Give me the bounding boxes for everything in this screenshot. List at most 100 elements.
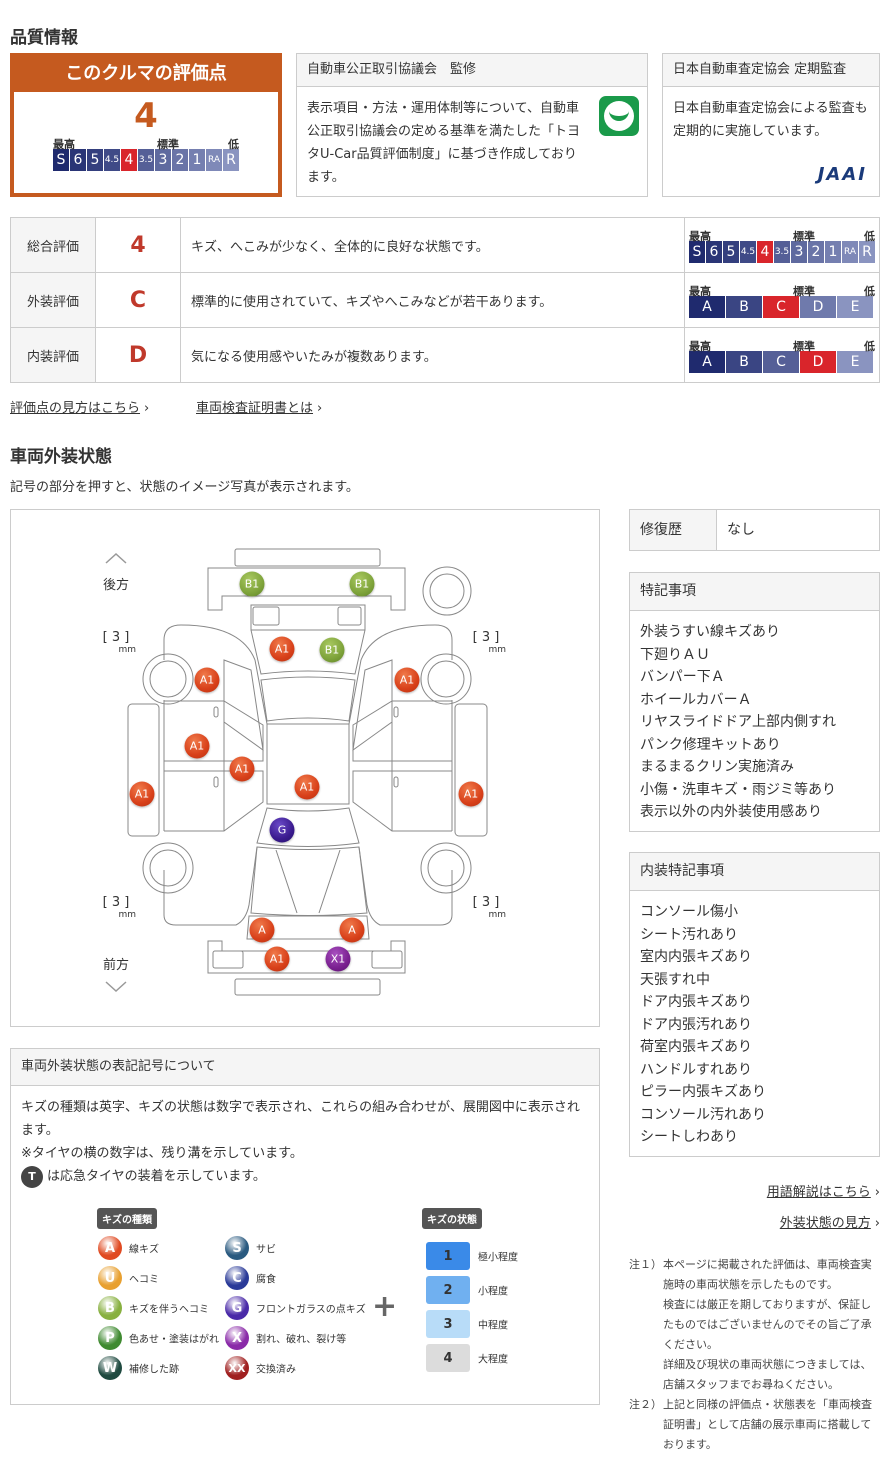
scale-item: 1 <box>189 149 205 171</box>
exterior-guide-label: 外装状態の見方 <box>779 1216 871 1231</box>
damage-marker[interactable]: B1 <box>239 571 265 597</box>
list-item: バンパー下Ａ <box>640 669 725 685</box>
scale-item: E <box>837 350 873 373</box>
damage-state-label: 大程度 <box>478 1354 508 1366</box>
list-item: コンソール汚れあり <box>640 1106 766 1123</box>
label-low: 低 <box>228 138 239 151</box>
quality-title: 品質情報 <box>10 28 78 48</box>
damage-type-icon: X <box>225 1326 249 1350</box>
scale-item: B <box>726 350 762 373</box>
damage-marker[interactable]: A <box>249 917 275 943</box>
damage-marker[interactable]: A1 <box>194 667 220 693</box>
chevron-right-icon: › <box>874 1216 880 1231</box>
list-item: 下廻りＡＵ <box>640 646 710 663</box>
damage-marker[interactable]: A1 <box>394 667 420 693</box>
list-item: 小傷・洗車キズ・雨ジミ等あり <box>640 781 836 798</box>
scale-item: 3.5 <box>138 149 154 171</box>
damage-marker[interactable]: B1 <box>319 637 345 663</box>
scale-item: D <box>800 350 836 373</box>
scale-item: 4 <box>757 240 773 263</box>
scale-item: R <box>223 149 239 171</box>
list-item: まるまるクリン実施済み <box>640 759 794 775</box>
damage-type-label: 腐食 <box>256 1274 276 1286</box>
jaai-logo: JAAI <box>817 164 867 185</box>
car-diagram: 後方 前方 [ 3 ]mm [ 3 ]mm [ 3 ]mm [ 3 ]mm B1… <box>10 509 600 1027</box>
scale-item: 2 <box>808 240 824 263</box>
eval-label: 総合評価 <box>10 217 96 273</box>
fair-trade-body: 表示項目・方法・運用体制等について、自動車公正取引協議会の定める基準を満たした「… <box>307 101 581 185</box>
label-std: 標準 <box>793 284 815 298</box>
damage-type-icon: U <box>98 1266 122 1290</box>
scale-item: 4 <box>121 149 137 171</box>
damage-type-label: フロントガラスの点キズ <box>256 1304 366 1316</box>
damage-marker[interactable]: A1 <box>294 774 320 800</box>
chevron-right-icon: › <box>317 401 323 416</box>
label-high: 最高 <box>53 138 75 151</box>
eval-grade: 4 <box>95 217 181 273</box>
scale-item: A <box>689 350 725 373</box>
damage-state-icon: 1 <box>426 1242 470 1270</box>
list-item: シートしわあり <box>640 1129 738 1145</box>
damage-type-icon: XX <box>225 1356 249 1380</box>
damage-type-label: 交換済み <box>256 1364 296 1376</box>
score-guide-link[interactable]: 評価点の見方はこちら› <box>10 397 149 416</box>
tread-depth-front-left: [ 3 ]mm <box>102 895 136 920</box>
damage-marker[interactable]: A1 <box>458 781 484 807</box>
damage-marker[interactable]: A1 <box>129 781 155 807</box>
certificate-label: 車両検査証明書とは <box>196 401 314 416</box>
list-item: 天張すれ中 <box>640 971 710 988</box>
damage-type-label: 線キズ <box>129 1244 159 1256</box>
rear-label: 後方 <box>103 578 130 593</box>
label-std: 標準 <box>157 138 179 151</box>
glossary-link[interactable]: 用語解説はこちら› <box>767 1181 880 1200</box>
damage-state-icon: 3 <box>426 1310 470 1338</box>
scale-item: D <box>800 295 836 318</box>
certificate-link[interactable]: 車両検査証明書とは› <box>196 397 322 416</box>
scale-item: E <box>837 295 873 318</box>
scale-item: 3 <box>155 149 171 171</box>
damage-type-label: キズを伴うヘコミ <box>129 1304 209 1316</box>
score-value: 4 <box>134 96 158 136</box>
eval-label: 内装評価 <box>10 327 96 383</box>
damage-type-icon: W <box>98 1356 122 1380</box>
damage-marker[interactable]: G <box>269 817 295 843</box>
states-badge: キズの状態 <box>422 1208 482 1229</box>
damage-marker[interactable]: A1 <box>269 636 295 662</box>
note: 注２）上記と同様の評価点・状態表を「車両検査証明書」として店舗の展示車両に搭載し… <box>629 1398 872 1451</box>
list-item: 表示以外の内外装使用感あり <box>640 804 822 820</box>
damage-marker[interactable]: A1 <box>264 946 290 972</box>
fair-trade-mark-icon <box>599 96 639 136</box>
chevron-right-icon: › <box>144 401 150 416</box>
exterior-guide-link[interactable]: 外装状態の見方› <box>780 1212 880 1231</box>
damage-marker[interactable]: A <box>339 917 365 943</box>
score-box-header: このクルマの評価点 <box>14 57 278 92</box>
special-title: 特記事項 <box>630 573 879 611</box>
damage-marker[interactable]: A1 <box>229 756 255 782</box>
plus-icon: + <box>372 1289 398 1324</box>
damage-marker[interactable]: A1 <box>184 733 210 759</box>
exterior-desc: 記号の部分を押すと、状態のイメージ写真が表示されます。 <box>10 480 359 495</box>
scale-item: 6 <box>70 149 86 171</box>
table-row: 外装評価 C 標準的に使用されていて、キズやへこみなどが若干あります。 最高標準… <box>10 272 880 328</box>
damage-marker[interactable]: X1 <box>325 946 351 972</box>
damage-type-label: ヘコミ <box>129 1274 159 1286</box>
repair-value: なし <box>727 522 755 538</box>
scale-item: S <box>689 240 705 263</box>
damage-state-label: 極小程度 <box>478 1252 518 1264</box>
label-high: 最高 <box>689 229 711 243</box>
damage-type-label: 割れ、破れ、裂け等 <box>256 1334 347 1346</box>
car-outline <box>105 548 488 996</box>
scale-item: 4.5 <box>740 240 756 263</box>
list-item: ハンドルすれあり <box>640 1061 752 1078</box>
damage-state-label: 中程度 <box>478 1320 508 1332</box>
scale-item: C <box>763 295 799 318</box>
repair-label: 修復歴 <box>630 510 717 550</box>
damage-marker[interactable]: B1 <box>349 571 375 597</box>
label-high: 最高 <box>689 284 711 298</box>
damage-state-icon: 4 <box>426 1344 470 1372</box>
damage-type-icon: P <box>98 1326 122 1350</box>
